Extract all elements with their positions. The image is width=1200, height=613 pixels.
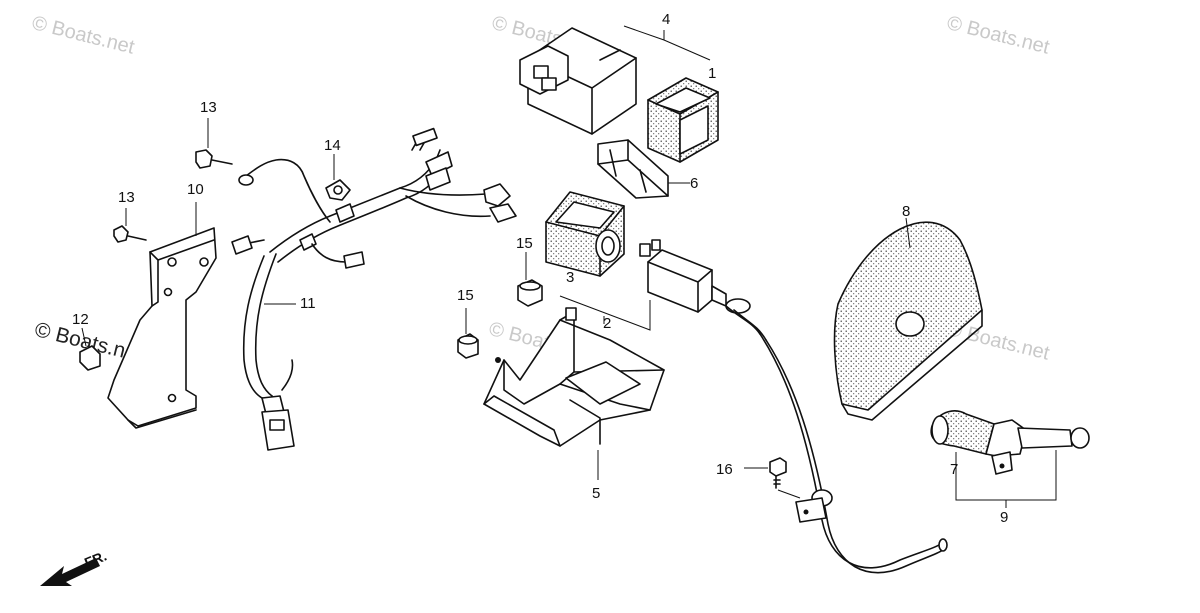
arrow-left-down-icon bbox=[40, 558, 100, 586]
coil-holder-part-3 bbox=[545, 191, 625, 277]
callout-13-lower: 13 bbox=[118, 189, 135, 206]
callout-11: 11 bbox=[300, 295, 316, 312]
cdi-unit-part-4 bbox=[519, 27, 637, 135]
grommet-part-15 bbox=[457, 279, 543, 359]
cdi-rubber-mount-part-1 bbox=[647, 77, 719, 163]
mounting-bracket-part-10 bbox=[107, 227, 217, 429]
spark-plug-cap-part-9 bbox=[930, 410, 1090, 475]
callout-12: 12 bbox=[72, 311, 89, 328]
callout-15-lower: 15 bbox=[457, 287, 474, 304]
callout-15: 15 bbox=[516, 235, 533, 252]
callout-1: 1 bbox=[708, 65, 717, 82]
bolt-part-16 bbox=[769, 457, 787, 489]
callout-9: 9 bbox=[1000, 509, 1009, 526]
foam-pad-part-8 bbox=[833, 221, 983, 421]
callout-3: 3 bbox=[566, 269, 575, 286]
bolt-part-13 bbox=[113, 149, 233, 243]
callout-10: 10 bbox=[187, 181, 204, 198]
callout-13: 13 bbox=[200, 99, 217, 116]
callout-8: 8 bbox=[902, 203, 911, 220]
wire-harness-part-11 bbox=[231, 127, 517, 451]
band-clip-part-6 bbox=[597, 139, 669, 199]
callout-2: 2 bbox=[603, 315, 612, 332]
callout-7: 7 bbox=[950, 461, 959, 478]
cable-clamp-part-14 bbox=[325, 179, 351, 201]
callout-4: 4 bbox=[662, 11, 671, 28]
callout-5: 5 bbox=[592, 485, 601, 502]
callout-14: 14 bbox=[324, 137, 341, 154]
callout-16: 16 bbox=[716, 461, 733, 478]
callout-6: 6 bbox=[690, 175, 699, 192]
ignition-coil-part-2 bbox=[639, 239, 948, 574]
clip-part-12 bbox=[79, 345, 101, 371]
electrical-tray-part-5 bbox=[483, 307, 665, 447]
